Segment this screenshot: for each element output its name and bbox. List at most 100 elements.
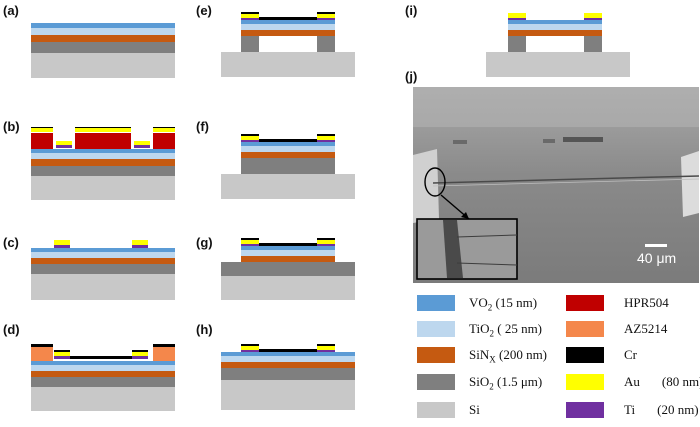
legend-swatch-cr xyxy=(566,347,604,363)
legend-swatch-hpr504 xyxy=(566,295,604,311)
pad-au-left xyxy=(508,13,526,18)
window-metal-left xyxy=(56,141,72,145)
pad-ti-left xyxy=(241,140,259,142)
panel-label-d: (d) xyxy=(3,322,20,337)
cr-bridge xyxy=(70,356,132,359)
pad-ti-right xyxy=(317,244,335,246)
cr-bridge xyxy=(259,17,317,20)
pad-ti-left xyxy=(241,18,259,20)
layer-sinx xyxy=(508,30,602,36)
panel-label-f: (f) xyxy=(196,119,209,134)
layer-si xyxy=(221,52,355,77)
pad-au-right xyxy=(132,240,148,245)
layer-tio2 xyxy=(241,250,335,256)
legend-label-vo2: VO2 (15 nm) xyxy=(469,295,538,313)
legend-swatch-sinx xyxy=(417,347,455,363)
pad-cr-right xyxy=(317,134,335,136)
pad-au-left xyxy=(241,14,259,18)
panel-label-c: (c) xyxy=(3,235,19,250)
cr-cap-right xyxy=(153,127,175,128)
cr-top-left xyxy=(31,344,53,347)
pad-cr-left xyxy=(241,344,259,346)
layer-tio2 xyxy=(31,28,175,35)
legend-label-sinx: SiNX (200 nm) xyxy=(469,347,548,365)
legend-label-hpr504: HPR504 xyxy=(624,295,669,310)
layer-tio2 xyxy=(508,24,602,30)
pad-cr-right xyxy=(132,350,148,352)
layer-vo2 xyxy=(241,142,335,146)
layer-si xyxy=(221,380,355,410)
sem-scalebar-label: 40 μm xyxy=(637,250,677,266)
layer-si xyxy=(31,387,175,411)
layer-tio2 xyxy=(241,24,335,30)
pad-au-right xyxy=(584,13,602,18)
panel-a-stack xyxy=(31,23,175,78)
pad-ti-right xyxy=(584,18,602,20)
sem-feature-2 xyxy=(453,140,467,144)
layer-vo2 xyxy=(241,246,335,250)
legend-swatch-az5214 xyxy=(566,321,604,337)
layer-sinx xyxy=(31,371,175,377)
metal-cap-right xyxy=(153,128,175,132)
window-ti-left xyxy=(56,145,72,148)
pad-ti-right xyxy=(317,140,335,142)
az-block-left xyxy=(31,347,53,361)
layer-sio2 xyxy=(31,377,175,387)
pad-ti-left xyxy=(241,244,259,246)
pad-au-right xyxy=(317,346,335,350)
legend-swatch-ti xyxy=(566,402,604,418)
sem-top-band xyxy=(413,87,699,127)
panel-g-stack xyxy=(221,238,355,300)
legend-label-au: Au(80 nm) xyxy=(624,374,700,389)
pad-cr-right xyxy=(317,238,335,240)
layer-sio2 xyxy=(31,42,175,53)
window-metal-right xyxy=(134,141,150,145)
pad-au-right xyxy=(317,240,335,244)
pad-ti-right xyxy=(317,18,335,20)
layer-sio2 xyxy=(31,264,175,274)
pad-au-left xyxy=(54,352,70,356)
cr-cap-left xyxy=(31,127,53,128)
layer-sinx xyxy=(241,30,335,36)
layer-sinx xyxy=(31,159,175,166)
layer-vo2 xyxy=(508,20,602,24)
layer-si xyxy=(221,276,355,300)
sem-inset xyxy=(416,218,518,280)
sem-feature-3 xyxy=(543,139,555,143)
pad-au-right xyxy=(317,136,335,140)
sem-zoom-arrowhead xyxy=(461,212,469,219)
pad-au-right xyxy=(132,352,148,356)
pad-cr-right xyxy=(317,12,335,14)
layer-si xyxy=(486,52,630,77)
pad-cr-left xyxy=(241,134,259,136)
layer-vo2 xyxy=(221,352,355,356)
pad-ti-right xyxy=(132,356,148,359)
panel-label-a: (a) xyxy=(3,3,19,18)
panel-label-e: (e) xyxy=(196,3,212,18)
layer-vo2 xyxy=(31,149,175,153)
layer-tio2 xyxy=(31,252,175,258)
cr-top-right xyxy=(153,344,175,347)
legend-swatch-sio2 xyxy=(417,374,455,390)
post-sio2-right xyxy=(317,36,335,52)
panel-label-b: (b) xyxy=(3,119,20,134)
layer-sio2 xyxy=(221,262,355,276)
sem-inset-line xyxy=(456,234,518,238)
layer-sinx xyxy=(31,35,175,42)
legend-swatch-vo2 xyxy=(417,295,455,311)
metal-cap-left xyxy=(31,128,53,132)
layer-sio2 xyxy=(241,158,335,174)
layer-sio2 xyxy=(221,368,355,380)
layer-vo2 xyxy=(241,20,335,24)
layer-si xyxy=(31,53,175,78)
layer-tio2 xyxy=(31,365,175,371)
resist-block-right xyxy=(153,133,175,149)
panel-f-stack xyxy=(221,134,355,199)
pad-au-left xyxy=(241,346,259,350)
legend-swatch-tio2 xyxy=(417,321,455,337)
legend-swatch-si xyxy=(417,402,455,418)
panel-h-stack xyxy=(221,344,355,410)
sem-feature xyxy=(563,137,603,142)
pad-ti-right xyxy=(317,350,335,352)
resist-block-left xyxy=(31,133,53,149)
